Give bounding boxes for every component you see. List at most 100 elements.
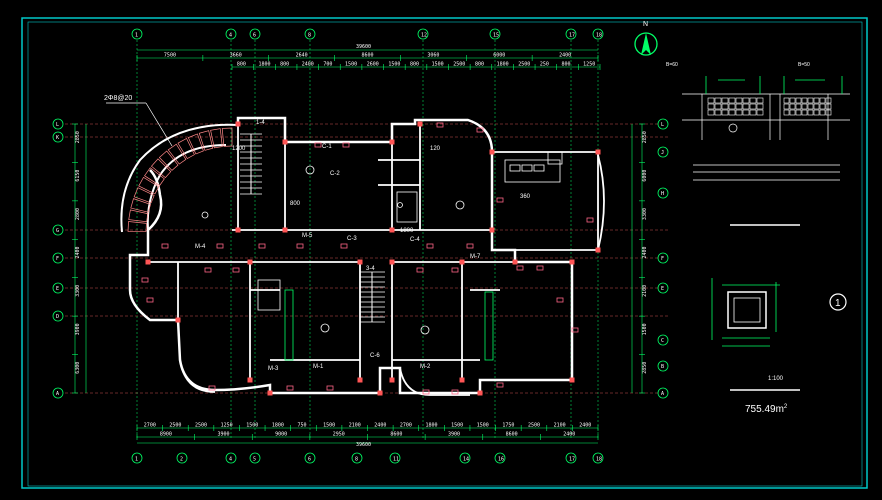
dimension-top-2: 700	[323, 62, 332, 68]
dimension-top-2: 1250	[583, 62, 595, 68]
detail-tile-grid	[707, 97, 832, 116]
area-text: 755.49m2	[745, 404, 788, 415]
window-door-mark: M-4	[195, 244, 206, 250]
axis-bubble-top: 8	[308, 33, 311, 39]
dimension-bottom-2: 3900	[448, 432, 460, 438]
dimension-top-2: 1500	[388, 62, 400, 68]
dimension-top-2: 800	[280, 62, 289, 68]
dimension-bottom-1: 2500	[528, 423, 540, 429]
dimension-bottom-1: 2500	[169, 423, 181, 429]
dimension-top-2: 800	[410, 62, 419, 68]
axis-bubble-top: 17	[569, 33, 575, 39]
dimension-left: 6150	[75, 170, 81, 182]
axis-bubble-bottom: 11	[393, 457, 399, 463]
sanitary-blocks	[257, 151, 563, 361]
window-door-mark: M-1	[313, 364, 324, 370]
scale-text: 1:100	[768, 376, 784, 382]
dimension-top-1: 3060	[427, 53, 439, 59]
dimension-bottom-1: 2400	[374, 423, 386, 429]
window-door-mark: C-4	[410, 237, 420, 243]
axis-bubble-bottom: 17	[569, 457, 575, 463]
curved-bay-window-frames	[127, 127, 233, 232]
dimension-top-2: 800	[475, 62, 484, 68]
dimension-top-2: 2400	[302, 62, 314, 68]
dimension-top-2: 2600	[367, 62, 379, 68]
dimension-top-2: 250	[540, 62, 549, 68]
dimension-bottom-1: 750	[297, 423, 306, 429]
dimension-right: 2850	[642, 362, 648, 374]
dimension-left: 2800	[75, 208, 81, 220]
dimension-bottom-1: 1500	[451, 423, 463, 429]
dimension-bottom-1: 1250	[221, 423, 233, 429]
stair-flights	[240, 133, 385, 323]
total-width-top: 39600	[356, 44, 371, 50]
right-bay-wall	[179, 154, 605, 396]
drawing-border	[21, 17, 868, 489]
exterior-walls	[128, 116, 574, 395]
axis-bubble-right: A	[661, 391, 664, 397]
axis-bubble-bottom: 8	[355, 457, 358, 463]
dimension-top-1: 3660	[230, 53, 242, 59]
dimension-left: 2850	[75, 131, 81, 143]
window-door-mark: 1800	[400, 228, 414, 234]
axis-bubble-right: C	[661, 338, 664, 344]
axis-bubble-bottom: 14	[463, 457, 469, 463]
axis-bubble-left: G	[56, 228, 59, 234]
stair-label: 1-4	[256, 120, 265, 126]
interior-walls	[148, 124, 599, 380]
dimension-top-1: 2400	[559, 53, 571, 59]
dimension-right: 1500	[642, 323, 648, 335]
window-door-mark: C-1	[322, 144, 332, 150]
dimension-bottom-1: 2100	[349, 423, 361, 429]
window-door-mark: 800	[290, 201, 301, 207]
window-door-mark: M-5	[302, 233, 313, 239]
dimension-top-1: 6000	[493, 53, 505, 59]
dimension-top-2: 800	[562, 62, 571, 68]
axis-bubble-right: J	[661, 150, 664, 156]
section-number-bubble: 1	[829, 293, 847, 311]
axis-bubble-bottom: 18	[596, 457, 602, 463]
axis-bubble-top: 12	[421, 33, 427, 39]
leader-line	[106, 102, 173, 147]
detail-label-b50: B=50	[798, 62, 810, 68]
dimension-bottom-1: 1800	[426, 423, 438, 429]
dimension-top-2: 800	[237, 62, 246, 68]
window-door-mark: 360	[520, 194, 531, 200]
axis-bubble-bottom: 4	[229, 457, 232, 463]
axis-bubble-right: B	[661, 364, 664, 370]
dimension-top-1: 8600	[362, 53, 374, 59]
dimension-bottom-2: 9000	[275, 432, 287, 438]
axis-bubble-right: E	[661, 286, 664, 292]
dimension-right: 3300	[642, 208, 648, 220]
dimension-top-1: 7500	[164, 53, 176, 59]
window-door-mark: M-2	[420, 364, 431, 370]
window-door-mark: 1200	[232, 146, 246, 152]
axis-bubble-bottom: 1	[135, 457, 138, 463]
window-door-mark: M-7	[470, 254, 481, 260]
window-door-mark: C-3	[347, 236, 357, 242]
stair-label: 3-4	[366, 266, 375, 272]
window-door-mark: 120	[430, 146, 441, 152]
dimension-top-2: 1800	[497, 62, 509, 68]
detail-section-arrows	[705, 76, 843, 94]
dimension-bottom-1: 1750	[502, 423, 514, 429]
dimension-bottom-2: 3900	[217, 432, 229, 438]
curved-bay-wall	[120, 123, 239, 233]
axis-bubble-top: 6	[253, 33, 256, 39]
dimension-bottom-1: 2500	[195, 423, 207, 429]
axis-bubble-left: K	[56, 135, 59, 141]
leader-label: 2Φ8@20	[104, 95, 132, 102]
axis-bubble-left: E	[56, 286, 59, 292]
axis-bubble-left: L	[56, 122, 59, 128]
detail-label-b60: B=60	[666, 62, 678, 68]
section-number: 1	[835, 298, 841, 309]
axis-bubble-top: 1	[135, 33, 138, 39]
dimension-top-2: 1500	[345, 62, 357, 68]
dimension-right: 2100	[642, 285, 648, 297]
window-door-mark: C-6	[370, 353, 380, 359]
axis-bubble-right: L	[661, 122, 664, 128]
